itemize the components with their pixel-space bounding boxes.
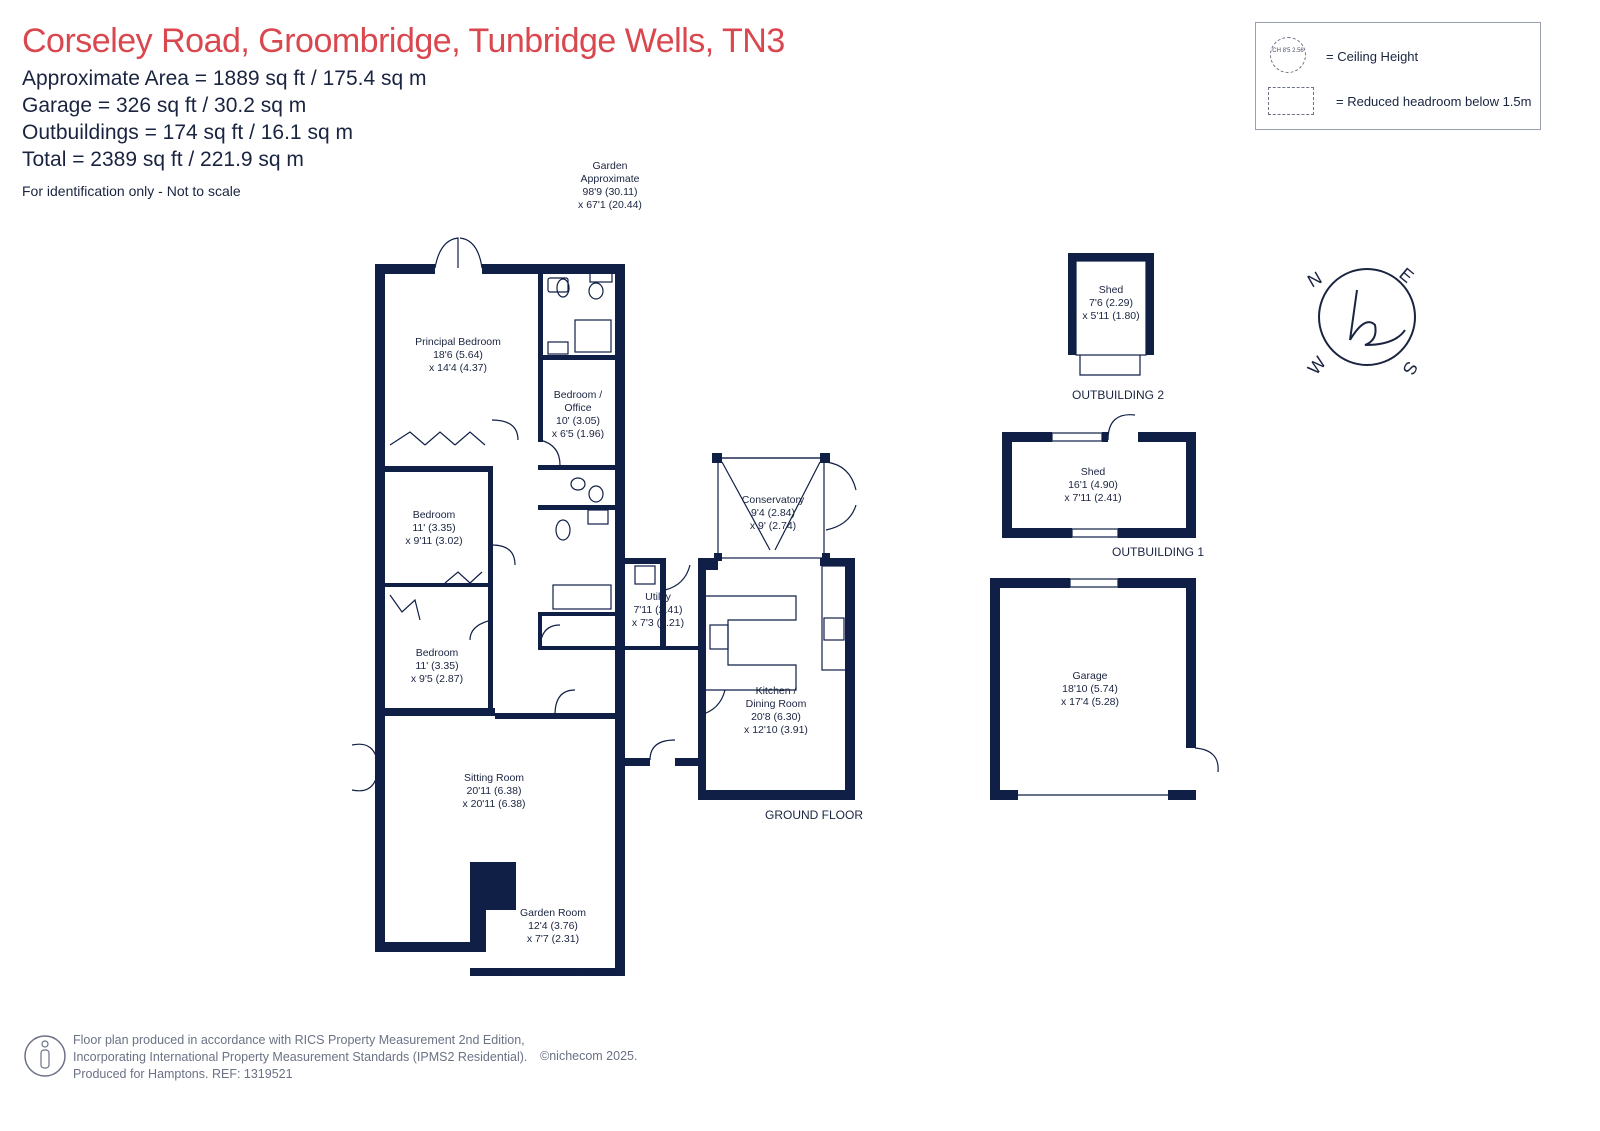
floor-labels: GROUND FLOOR OUTBUILDING 2 OUTBUILDING 1	[765, 388, 1204, 822]
ceiling-height-label: = Ceiling Height	[1326, 49, 1419, 64]
shed2-name: Shed	[1099, 284, 1124, 296]
garden-dim-2: x 67'1 (20.44)	[578, 199, 642, 211]
garden-label-2: Approximate	[581, 173, 640, 185]
conservatory-name: Conservatory	[742, 494, 805, 506]
bedroom3-dim1: 11' (3.35)	[415, 660, 458, 672]
principal-bedroom-dim2: x 14'4 (4.37)	[429, 362, 487, 374]
kitchen-dim2: x 12'10 (3.91)	[744, 724, 808, 736]
bedroom3-name: Bedroom	[416, 647, 459, 659]
bedroom2-name: Bedroom	[413, 509, 456, 521]
ground-floor-label: GROUND FLOOR	[765, 808, 863, 822]
compass-e: E	[1395, 264, 1417, 287]
shed1-dim1: 16'1 (4.90)	[1068, 479, 1118, 491]
conservatory-dim2: x 9' (2.74)	[750, 520, 796, 532]
legend-box: CH 8'5 2.56 = Ceiling Height = Reduced h…	[1255, 22, 1541, 130]
garden-label: Garden	[592, 160, 627, 172]
page-title: Corseley Road, Groombridge, Tunbridge We…	[22, 22, 785, 60]
footer-line-2: Incorporating International Property Mea…	[73, 1050, 528, 1064]
principal-bedroom-dim1: 18'6 (5.64)	[433, 349, 483, 361]
garage-name: Garage	[1072, 670, 1107, 682]
footer-brand: ©nichecom 2025.	[540, 1049, 638, 1063]
kitchen-name-1: Kitchen /	[756, 685, 797, 697]
scale-note: For identification only - Not to scale	[22, 183, 241, 199]
utility-dim2: x 7'3 (2.21)	[632, 617, 684, 629]
walls	[375, 253, 1196, 976]
shed1-name: Shed	[1081, 466, 1106, 478]
outbuilding1-label: OUTBUILDING 1	[1112, 545, 1204, 559]
compass-logo: N E S W	[1304, 264, 1422, 379]
office-name-1: Bedroom /	[554, 389, 603, 401]
footer-line-3: Produced for Hamptons. REF: 1319521	[73, 1067, 293, 1081]
garden-room-name: Garden Room	[520, 907, 586, 919]
fixtures	[351, 237, 1219, 976]
sitting-room-dim1: 20'11 (6.38)	[467, 785, 522, 797]
utility-name: Utility	[645, 591, 671, 603]
office-dim2: x 6'5 (1.96)	[552, 428, 604, 440]
sitting-room-dim2: x 20'11 (6.38)	[462, 798, 525, 810]
outbuildings-area: Outbuildings = 174 sq ft / 16.1 sq m	[22, 121, 353, 144]
conservatory-dim1: 9'4 (2.84)	[751, 507, 795, 519]
compass-s: S	[1399, 358, 1422, 378]
compass-w: W	[1304, 353, 1330, 379]
garden-dim-1: 98'9 (30.11)	[583, 186, 638, 198]
shed1-dim2: x 7'11 (2.41)	[1064, 492, 1121, 504]
info-icon	[24, 1035, 66, 1077]
kitchen-dim1: 20'8 (6.30)	[751, 711, 801, 723]
reduced-headroom-icon	[1268, 87, 1314, 115]
garden-room-dim2: x 7'7 (2.31)	[527, 933, 579, 945]
kitchen-name-2: Dining Room	[746, 698, 807, 710]
compass-n: N	[1304, 268, 1325, 292]
bedroom2-dim2: x 9'11 (3.02)	[405, 535, 462, 547]
shed2-dim1: 7'6 (2.29)	[1089, 297, 1133, 309]
bedroom2-dim1: 11' (3.35)	[412, 522, 455, 534]
ceiling-height-icon: CH 8'5 2.56	[1270, 37, 1306, 73]
garage-dim1: 18'10 (5.74)	[1062, 683, 1118, 695]
sitting-room-name: Sitting Room	[464, 772, 524, 784]
bedroom3-dim2: x 9'5 (2.87)	[411, 673, 463, 685]
office-dim1: 10' (3.05)	[556, 415, 600, 427]
footer-text: Floor plan produced in accordance with R…	[73, 1032, 527, 1083]
reduced-headroom-label: = Reduced headroom below 1.5m	[1336, 94, 1532, 109]
principal-bedroom-name: Principal Bedroom	[415, 336, 501, 348]
outbuilding2-label: OUTBUILDING 2	[1072, 388, 1164, 402]
garage-area: Garage = 326 sq ft / 30.2 sq m	[22, 94, 307, 117]
garden-room-dim1: 12'4 (3.76)	[528, 920, 578, 932]
office-name-2: Office	[564, 402, 591, 414]
room-labels: Garden Approximate 98'9 (30.11) x 67'1 (…	[405, 160, 1139, 945]
utility-dim1: 7'11 (2.41)	[633, 604, 682, 616]
footer-line-1: Floor plan produced in accordance with R…	[73, 1033, 525, 1047]
approximate-area: Approximate Area = 1889 sq ft / 175.4 sq…	[22, 67, 427, 90]
shed2-dim2: x 5'11 (1.80)	[1082, 310, 1139, 322]
garage-dim2: x 17'4 (5.28)	[1061, 696, 1119, 708]
total-area: Total = 2389 sq ft / 221.9 sq m	[22, 148, 304, 171]
